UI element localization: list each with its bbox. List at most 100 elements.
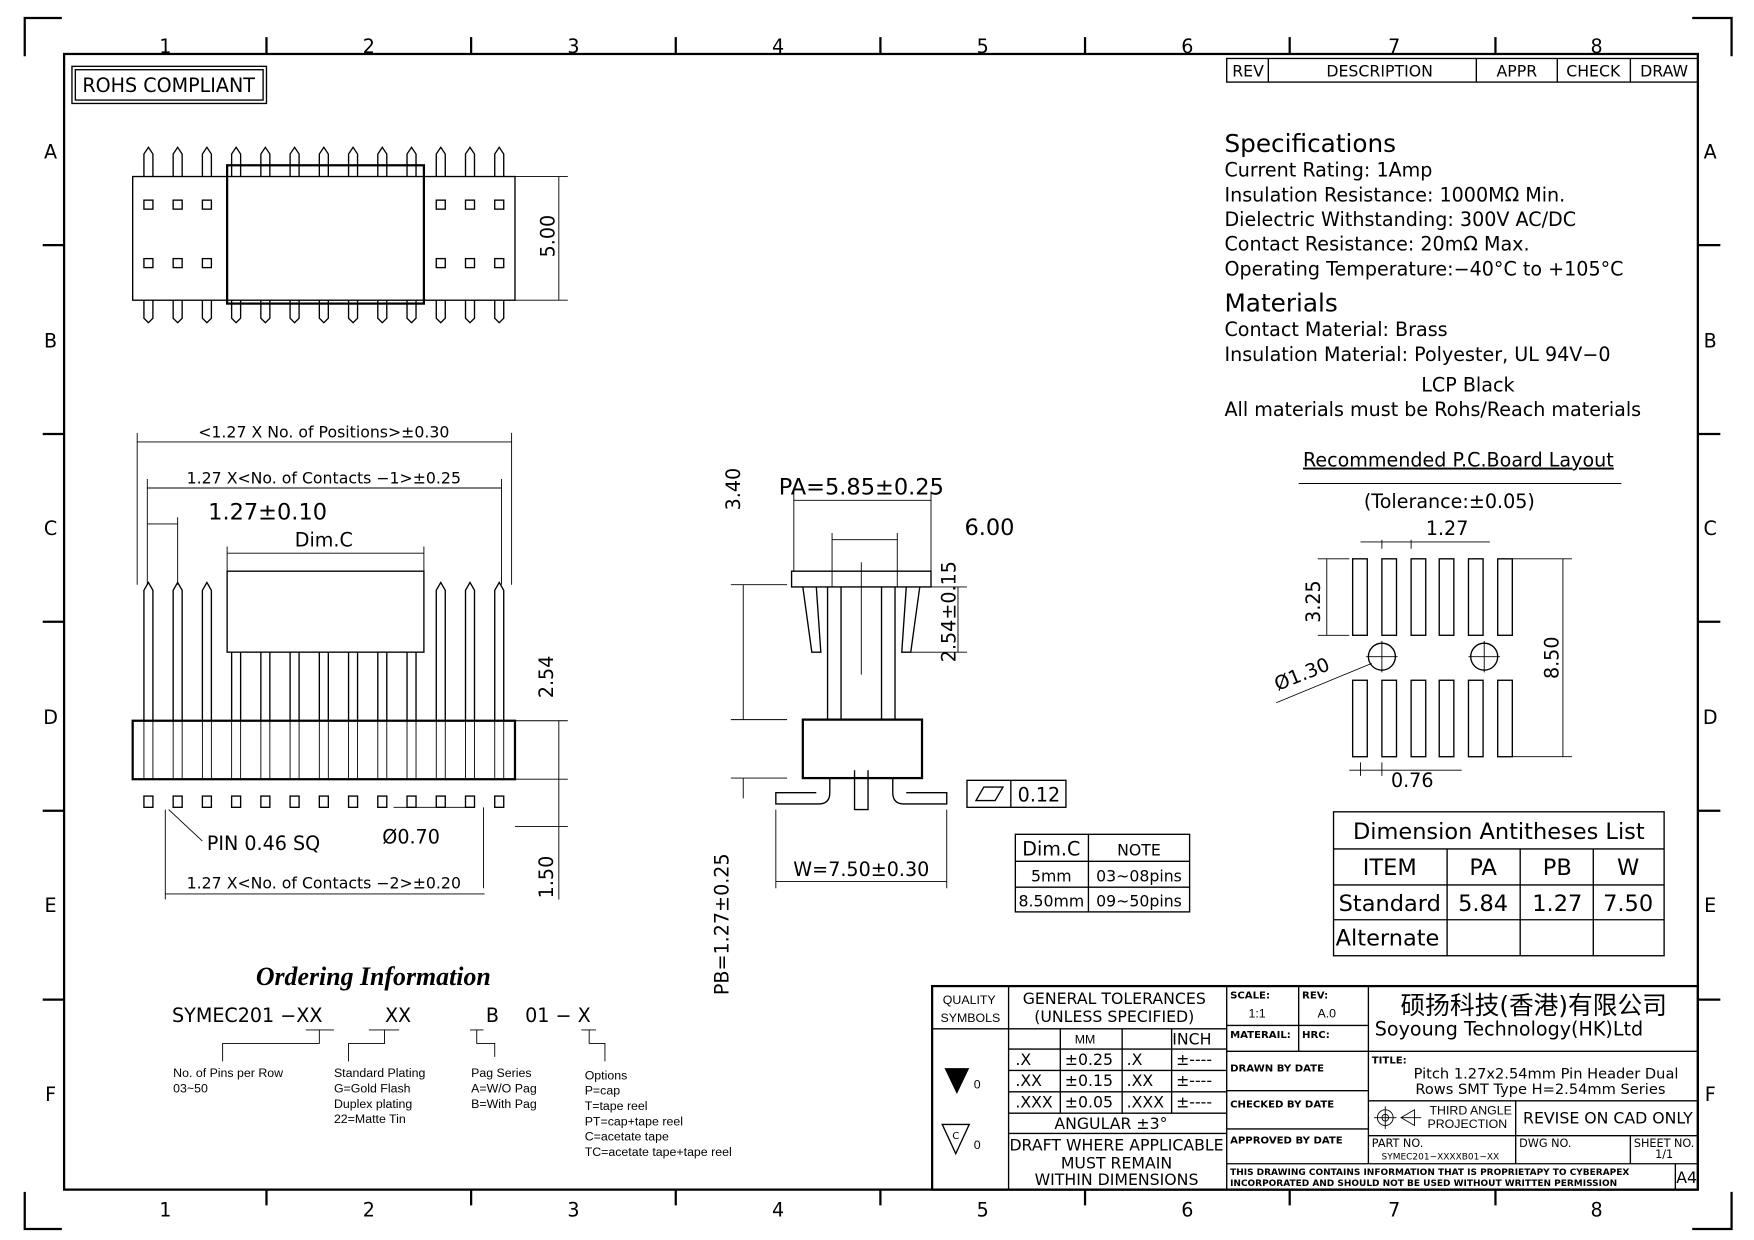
title-block-notice-1: INCORPORATED AND SHOULD NOT BE USED WITH… — [1230, 1179, 1617, 1189]
frame-rows-1: B — [1704, 329, 1717, 352]
pcb-pad — [1467, 558, 1484, 636]
title-block-quality-0: QUALITY — [943, 993, 996, 1007]
dimension-antitheses-table: Dimension Antitheses List ITEM PA PB W S… — [1332, 811, 1665, 957]
pin — [260, 146, 271, 324]
title-block-size: A4 — [1676, 1168, 1697, 1187]
pin — [464, 581, 476, 721]
specifications: Specifications Current Rating: 1Amp Insu… — [1224, 129, 1641, 421]
ordering-groups-2-2: B=With Pag — [471, 1097, 537, 1111]
pin — [377, 652, 388, 721]
frame-rows-0: A — [1704, 141, 1717, 164]
materials-lines-1: Insulation Material: Polyester, UL 94V−0 — [1224, 343, 1610, 366]
pcb-pad — [1381, 558, 1398, 636]
ordering-groups-1-2: Duplex plating — [334, 1097, 412, 1111]
pcb-tolerance: (Tolerance:±0.05) — [1364, 490, 1535, 513]
pin — [289, 146, 300, 324]
dimc-table-headers-0: Dim.C — [1022, 838, 1080, 861]
frame-rows-2: C — [1704, 517, 1717, 540]
pcb-pad — [1351, 558, 1368, 636]
antitheses-rows-0-1: 5.84 — [1458, 891, 1508, 917]
ordering-groups-3-0: Options — [585, 1068, 628, 1082]
front-dims-4: 2.54 — [535, 656, 558, 699]
title-block-draft-1: MUST REMAIN — [1061, 1153, 1172, 1172]
antitheses-rows-0-3: 7.50 — [1603, 891, 1653, 917]
ordering-groups-3-1: P=cap — [585, 1084, 621, 1098]
title-block-angular: ANGULAR ±3° — [1054, 1114, 1167, 1133]
ordering-groups-1-3: 22=Matte Tin — [334, 1112, 406, 1126]
frame-rows-0: A — [44, 141, 57, 164]
frame-columns-1: 2 — [363, 1199, 375, 1222]
frame-rows-5: F — [45, 1083, 56, 1106]
specs-lines-4: Operating Temperature:−40°C to +105°C — [1224, 257, 1623, 280]
pin-pad — [143, 257, 154, 269]
side-dims-5: PB=1.27±0.25 — [711, 853, 734, 995]
side-dims-3: 3.40 — [722, 468, 745, 511]
pcb-pad — [1410, 679, 1427, 758]
pin-foot — [201, 795, 213, 808]
revision-table-headers-3: CHECK — [1566, 61, 1621, 80]
frame-columns-2: 3 — [567, 35, 579, 58]
title-block: QUALITY SYMBOLS 0 C 0 GENERAL TOLERANCES… — [931, 984, 1699, 1191]
pin-foot — [406, 795, 417, 808]
title-block-scale-label: SCALE: — [1230, 990, 1270, 1001]
title-block-checked: CHECKED BY DATE — [1230, 1100, 1334, 1111]
pin — [143, 146, 154, 324]
pin — [230, 146, 242, 324]
ordering-groups-1-0: Standard Plating — [334, 1066, 426, 1080]
antitheses-rows-1-0: Alternate — [1336, 926, 1440, 952]
frame-columns-3: 4 — [772, 1199, 784, 1222]
title-block-rev-label: REV: — [1302, 990, 1328, 1001]
dimc-table-rows-0-1: 03~08pins — [1096, 867, 1182, 886]
title-block-part: SYMEC201−XXXXB01−XX — [1382, 1152, 1500, 1162]
pcb-dims-4: 0.76 — [1391, 769, 1434, 792]
pin-pad — [464, 257, 476, 269]
front-dims-1: 1.27 X<No. of Contacts −1>±0.25 — [187, 468, 461, 487]
specs-lines-1: Insulation Resistance: 1000MΩ Min. — [1224, 183, 1565, 206]
materials-lines-3: All materials must be Rohs/Reach materia… — [1224, 398, 1641, 421]
frame-columns-1: 2 — [363, 35, 375, 58]
specs-lines-3: Contact Resistance: 20mΩ Max. — [1224, 233, 1529, 256]
revision-table-headers-4: DRAW — [1640, 61, 1688, 80]
antitheses-title: Dimension Antitheses List — [1353, 819, 1645, 845]
revision-table-headers-0: REV — [1232, 61, 1264, 80]
front-dims-8: 1.27 X<No. of Contacts −2>±0.20 — [187, 873, 461, 892]
front-dims-5: PIN 0.46 SQ — [207, 832, 320, 855]
frame-columns-7: 8 — [1591, 35, 1603, 58]
dimc-table-rows-1-1: 09~50pins — [1096, 891, 1182, 910]
frame-rows-2: C — [44, 517, 57, 540]
third-angle-projection-icon — [1374, 1106, 1422, 1129]
pcb-pad — [1467, 679, 1484, 758]
antitheses-headers-0: ITEM — [1363, 855, 1417, 881]
pin — [172, 146, 183, 324]
ordering-groups-1-1: G=Gold Flash — [334, 1081, 411, 1095]
frame-rows-5: F — [1705, 1083, 1716, 1106]
title-block-tol-rows-2-1: ±0.05 — [1065, 1093, 1113, 1112]
pin-foot — [289, 795, 300, 808]
pin — [377, 146, 388, 324]
antitheses-rows-0-2: 1.27 — [1532, 891, 1582, 917]
pcb-dims-0: 1.27 — [1426, 517, 1469, 540]
frame-rows-4: E — [45, 894, 57, 917]
pcb-pad — [1438, 558, 1455, 636]
pin-pad — [464, 199, 476, 210]
title-block-projection-0: THIRD ANGLE — [1430, 1103, 1512, 1117]
pin-pad — [435, 257, 446, 269]
frame-rows-3: D — [1703, 706, 1718, 729]
pin-foot — [464, 795, 476, 808]
title-block-draft-0: DRAFT WHERE APPLICABLE — [1009, 1135, 1223, 1154]
title-block-c-mark: C — [952, 1131, 959, 1142]
pin — [435, 581, 446, 721]
pin — [289, 652, 300, 721]
title-block-q-marks-0: 0 — [974, 1077, 981, 1091]
pin — [406, 652, 417, 721]
title-block-tol-rows-1-2: .XX — [1127, 1071, 1154, 1090]
pin-pad — [494, 257, 505, 269]
ordering-groups-3-2: T=tape reel — [585, 1099, 648, 1113]
frame-rows-1: B — [44, 329, 57, 352]
title-block-tol-title-0: GENERAL TOLERANCES — [1023, 989, 1206, 1008]
pin — [260, 652, 271, 721]
pin-pad — [143, 199, 154, 210]
title-block-rev: A.0 — [1318, 1007, 1337, 1021]
title-block-drawn: DRAWN BY DATE — [1230, 1064, 1324, 1075]
